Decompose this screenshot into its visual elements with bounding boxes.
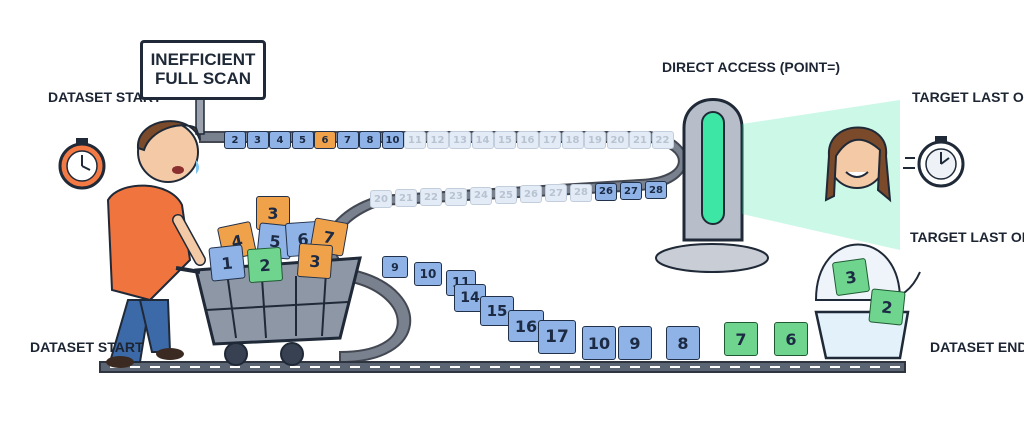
upper-track-block: 16 — [516, 131, 539, 149]
lower-track-block: 8 — [666, 326, 700, 360]
upper-track-block: 22 — [651, 131, 674, 149]
direct-access-label: DIRECT ACCESS (POINT=) — [662, 59, 840, 75]
target-block: 7 — [724, 322, 758, 356]
target-last-obs-label-side: TARGET LAST OBS — [910, 229, 1024, 245]
middle-track-block: 20 — [370, 190, 392, 208]
inefficient-full-scan-text: INEFFICIENT FULL SCAN — [150, 50, 256, 88]
upper-track-block: 17 — [539, 131, 561, 149]
lower-track-block: 9 — [382, 256, 408, 278]
upper-track-block: 12 — [426, 131, 449, 149]
middle-track-block: 24 — [470, 186, 492, 205]
lower-track-block: 10 — [582, 326, 616, 360]
middle-track-block: 28 — [570, 183, 592, 202]
sign-post — [195, 93, 205, 135]
middle-track-block: 25 — [495, 186, 517, 204]
upper-track-block: 19 — [584, 131, 606, 149]
inefficient-full-scan-sign: INEFFICIENT FULL SCAN — [140, 40, 266, 100]
target-last-obs-label: TARGET LAST OBS — [912, 89, 1024, 105]
upper-track-block: 3 — [246, 131, 269, 149]
middle-track-block: 22 — [420, 188, 442, 207]
stressed-man-figure — [106, 120, 206, 368]
upper-track-block: 2 — [224, 131, 246, 149]
dataset-start-label-bottom: DATASET START — [30, 339, 144, 355]
upper-track-block: 15 — [494, 131, 516, 149]
upper-track-block: 13 — [449, 131, 471, 149]
middle-track-block: 21 — [395, 189, 417, 208]
middle-track-block: 27 — [545, 184, 567, 203]
lower-track-block: 10 — [414, 262, 442, 286]
upper-track-block: 10 — [381, 131, 404, 149]
dataset-end-label: DATASET END — [930, 339, 1024, 355]
target-block: 6 — [774, 322, 808, 356]
upper-track-block: 4 — [269, 131, 291, 149]
shopping-cart-icon — [175, 256, 362, 366]
stopwatch-icon — [903, 136, 965, 188]
upper-track-block: 5 — [291, 131, 314, 149]
lower-track-block: 9 — [618, 326, 652, 360]
dataset-start-label: DATASET START — [48, 89, 162, 105]
upper-track-block: 20 — [606, 131, 629, 149]
cart-block: 3 — [296, 242, 334, 280]
stopwatch-icon — [58, 138, 106, 190]
cart-block: 2 — [246, 246, 284, 284]
basket-block: 2 — [868, 288, 906, 326]
upper-track-block: 14 — [471, 131, 494, 149]
middle-track-block: 27 — [620, 182, 642, 200]
upper-track-block: 21 — [629, 131, 651, 149]
middle-track-block: 28 — [645, 181, 667, 200]
upper-track-block: 6 — [314, 131, 336, 149]
middle-track-block: 23 — [445, 187, 467, 206]
upper-track-block: 7 — [336, 131, 359, 149]
middle-track-block: 26 — [595, 182, 617, 201]
held-block: 3 — [831, 257, 871, 297]
cart-block: 1 — [208, 244, 246, 282]
lower-track-block: 17 — [538, 320, 576, 354]
upper-track-block: 8 — [359, 131, 381, 149]
upper-track-block: 18 — [561, 131, 584, 149]
upper-track-block: 11 — [404, 131, 426, 149]
middle-track-block: 26 — [520, 185, 542, 204]
